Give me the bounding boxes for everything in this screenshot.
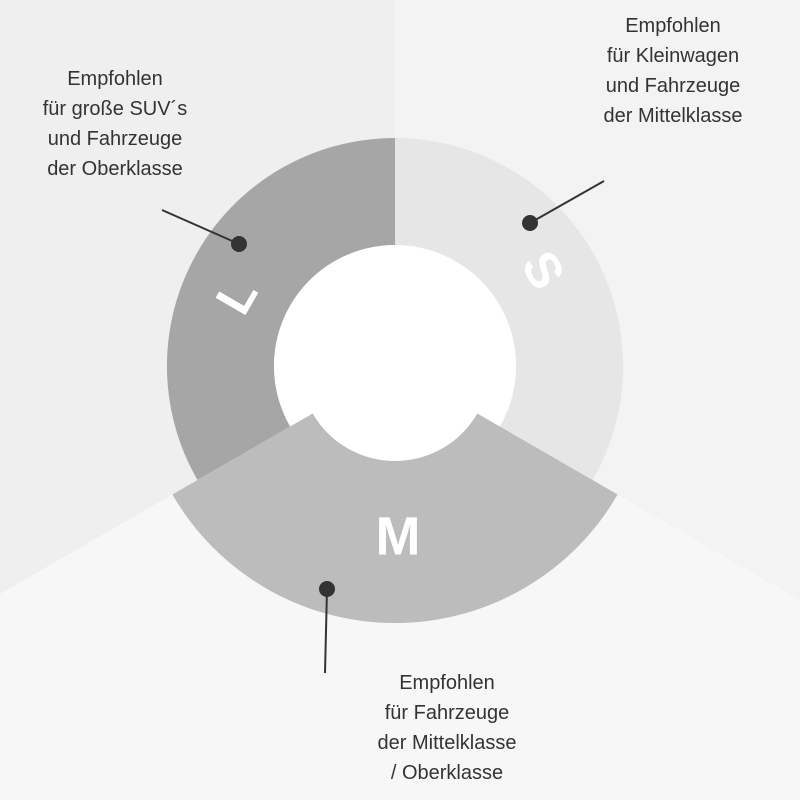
- leader-dot-m: [319, 581, 335, 597]
- segment-m: [172, 413, 618, 624]
- segment-l: [166, 138, 395, 480]
- leader-line-l: [161, 209, 240, 245]
- label-s-line: Empfohlen: [625, 15, 721, 37]
- segment-letter-m: M: [376, 506, 421, 566]
- label-l-line: Empfohlen: [67, 68, 163, 90]
- label-m-line: für Fahrzeuge: [384, 702, 510, 724]
- label-l-line: der Oberklasse: [47, 158, 183, 180]
- label-s-line: für Kleinwagen: [606, 45, 740, 67]
- label-m-line: der Mittelklasse: [377, 732, 517, 754]
- label-l-line: für große SUV´s: [42, 98, 188, 120]
- leader-dot-l: [231, 236, 247, 252]
- leader-line-m: [324, 588, 328, 674]
- label-s-line: und Fahrzeuge: [605, 75, 741, 97]
- label-l-line: und Fahrzeuge: [47, 128, 183, 150]
- segment-s: [395, 138, 624, 480]
- donut-center: [274, 245, 516, 487]
- label-s-line: der Mittelklasse: [603, 105, 743, 127]
- label-l: Empfohlen für große SUV´s und Fahrzeuge …: [0, 64, 245, 184]
- label-m-line: / Oberklasse: [390, 762, 504, 784]
- label-m-line: Empfohlen: [399, 672, 495, 694]
- label-m: Empfohlen für Fahrzeuge der Mittelklasse…: [317, 668, 577, 788]
- leader-line-s: [529, 180, 605, 224]
- label-s: Empfohlen für Kleinwagen und Fahrzeuge d…: [543, 11, 800, 131]
- leader-dot-s: [522, 215, 538, 231]
